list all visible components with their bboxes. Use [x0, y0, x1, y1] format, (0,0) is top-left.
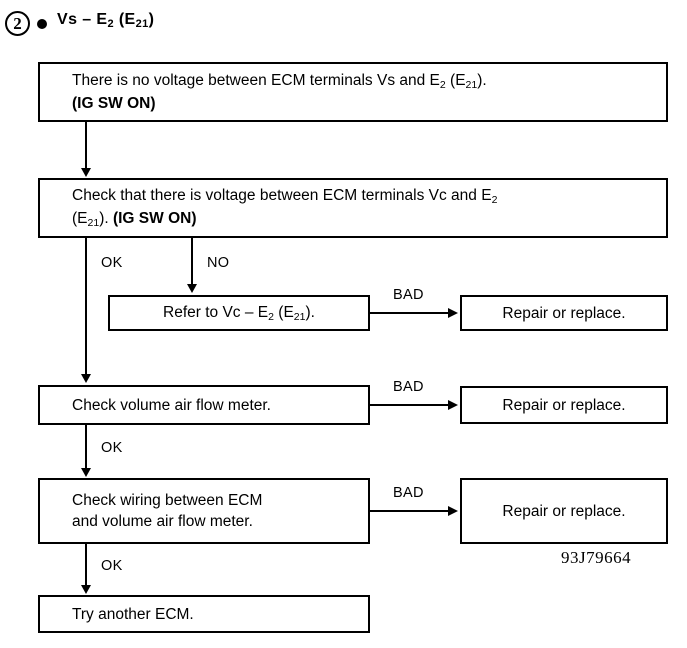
connector-bad-check-vaf-to-repair-2	[370, 404, 450, 406]
page-title-sub-1: 2	[107, 18, 114, 30]
page-title-prefix: Vs – E	[57, 11, 108, 28]
edge-label-bad-1: BAD	[393, 287, 424, 303]
box-no-voltage-text-a: There is no voltage between ECM terminal…	[72, 72, 440, 89]
edge-label-bad-3: BAD	[393, 485, 424, 501]
connector-bad-refer-vc-to-repair-1	[370, 312, 450, 314]
page-title-mid: (E	[113, 11, 136, 28]
edge-label-ok-1: OK	[101, 255, 123, 271]
box-refer-vc-sub-b: 21	[293, 310, 306, 323]
box-no-voltage-text-b: (E	[445, 72, 466, 89]
arrowhead-right-to-repair-1	[448, 308, 458, 318]
connector-ok-check-wiring-to-try-ecm	[85, 544, 87, 587]
box-check-vaf-line-1: Check volume air flow meter.	[72, 396, 271, 414]
arrowhead-right-to-repair-2	[448, 400, 458, 410]
edge-label-no-1: NO	[207, 255, 230, 271]
arrowhead-down-to-try-ecm	[81, 585, 91, 594]
connector-no-voltage-to-check-vc	[85, 122, 87, 170]
box-refer-vc-text-c: ).	[305, 303, 315, 321]
box-check-vc-text-b: (E	[72, 210, 88, 227]
box-check-vc-text-c: ).	[99, 210, 113, 227]
arrowhead-down-to-check-vc	[81, 168, 91, 177]
box-check-vc: Check that there is voltage between ECM …	[38, 178, 668, 238]
edge-label-ok-2: OK	[101, 440, 123, 456]
box-repair-3-line-1: Repair or replace.	[502, 502, 626, 520]
box-refer-vc-line-1: Refer to Vc – E2 (E21).	[110, 302, 368, 325]
box-no-voltage-sub-b: 21	[465, 79, 478, 91]
box-check-vc-line-2: (E21). (IG SW ON)	[40, 208, 666, 231]
box-check-vc-line-1: Check that there is voltage between ECM …	[40, 185, 666, 208]
box-refer-vc: Refer to Vc – E2 (E21).	[108, 295, 370, 331]
box-repair-or-replace-1: Repair or replace.	[460, 295, 668, 331]
arrowhead-down-to-refer-vc	[187, 284, 197, 293]
filled-bullet-icon	[37, 19, 47, 29]
box-check-volume-air-flow-meter: Check volume air flow meter.	[38, 385, 370, 425]
connector-bad-check-wiring-to-repair-3	[370, 510, 450, 512]
edge-label-bad-2: BAD	[393, 379, 424, 395]
step-number-label: 2	[13, 14, 22, 33]
box-no-voltage-text-c: ).	[477, 72, 487, 89]
box-check-wiring-line-2: and volume air flow meter.	[72, 513, 253, 530]
box-repair-1-line-1: Repair or replace.	[502, 304, 626, 322]
page-title: Vs – E2 (E21)	[57, 11, 155, 30]
step-number-badge: 2	[5, 11, 30, 36]
box-check-vc-text-a: Check that there is voltage between ECM …	[72, 187, 492, 204]
box-try-another-ecm: Try another ECM.	[38, 595, 370, 633]
box-check-vc-text-bold: (IG SW ON)	[112, 210, 197, 227]
box-try-ecm-line-1: Try another ECM.	[72, 605, 194, 623]
reference-code: 93J79664	[561, 548, 632, 567]
box-refer-vc-sub-a: 2	[268, 310, 274, 323]
connector-ok-check-vaf-to-check-wiring	[85, 425, 87, 470]
connector-no-check-vc-to-refer-vc	[191, 238, 193, 286]
edge-label-ok-3: OK	[101, 558, 123, 574]
box-no-voltage-sub-a: 2	[439, 79, 446, 91]
box-check-wiring: Check wiring between ECM and volume air …	[38, 478, 370, 544]
arrowhead-down-to-check-vaf	[81, 374, 91, 383]
arrowhead-down-to-check-wiring	[81, 468, 91, 477]
box-refer-vc-text-b: (E	[273, 303, 294, 321]
box-check-vc-sub-a: 2	[491, 194, 498, 206]
box-refer-vc-text-a: Refer to Vc – E	[163, 303, 269, 321]
box-check-vc-sub-b: 21	[87, 217, 100, 229]
box-repair-or-replace-3: Repair or replace.	[460, 478, 668, 544]
box-no-voltage-line-1: There is no voltage between ECM terminal…	[40, 70, 666, 93]
box-no-voltage-line-2: (IG SW ON)	[72, 95, 156, 112]
box-no-voltage: There is no voltage between ECM terminal…	[38, 62, 668, 122]
box-check-wiring-line-1: Check wiring between ECM	[72, 492, 263, 509]
page-title-suffix: )	[148, 11, 155, 28]
arrowhead-right-to-repair-3	[448, 506, 458, 516]
connector-ok-check-vc-to-check-vaf	[85, 238, 87, 376]
box-repair-or-replace-2: Repair or replace.	[460, 386, 668, 424]
page-title-sub-2: 21	[135, 18, 149, 30]
box-repair-2-line-1: Repair or replace.	[502, 396, 626, 414]
